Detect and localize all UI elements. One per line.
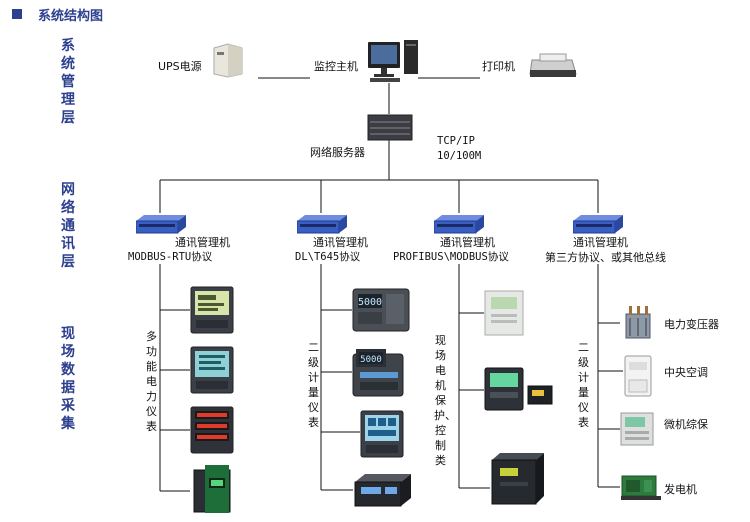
- switch-4-label: 通讯管理机: [573, 236, 628, 249]
- computer-icon: [368, 40, 418, 82]
- switch-icon: [136, 215, 186, 234]
- host-label: 监控主机: [314, 60, 358, 73]
- switch-2-label: 通讯管理机: [313, 236, 368, 249]
- switch-icon: [573, 215, 623, 234]
- meter-readout: 5000: [358, 297, 382, 308]
- protocol-label: TCP/IP: [437, 135, 475, 147]
- relay-label: 微机综保: [664, 418, 708, 431]
- page-title: 系统结构图: [38, 9, 104, 24]
- switch-3-protocol: PROFIBUS\MODBUS协议: [393, 251, 509, 263]
- display-unit-icon: [354, 474, 411, 507]
- protection-relay-icon: [484, 290, 524, 336]
- server-icon: [367, 114, 413, 141]
- energy-meter-icon: 5000: [352, 349, 404, 397]
- switch-2-protocol: DL\T645协议: [295, 251, 361, 263]
- transformer-icon: [625, 306, 651, 339]
- server-label: 网络服务器: [310, 146, 365, 159]
- air-conditioner-icon: [624, 355, 652, 397]
- layer-field-label: 现场数据采集: [61, 326, 75, 432]
- din-meter-icon: [193, 465, 231, 513]
- layer-management-label: 系统管理层: [61, 38, 75, 126]
- meter-icon: [190, 406, 234, 454]
- aircon-label: 中央空调: [664, 366, 708, 379]
- switch-icon: [434, 215, 484, 234]
- ups-label: UPS电源: [158, 60, 202, 73]
- printer-label: 打印机: [482, 60, 515, 73]
- group-3-label: 现场电机保护、控制类: [434, 334, 456, 467]
- group-4-label: 二级计量仪表: [578, 341, 589, 429]
- switch-1-protocol: MODBUS-RTU协议: [128, 251, 213, 263]
- energy-meter-icon: 5000: [352, 288, 410, 332]
- speed-label: 10/100M: [437, 150, 482, 162]
- transformer-label: 电力变压器: [664, 318, 719, 331]
- switch-1-label: 通讯管理机: [175, 236, 230, 249]
- ups-icon: [213, 43, 243, 78]
- switch-4-protocol: 第三方协议、或其他总线: [545, 251, 666, 264]
- relay-panel-icon: [620, 412, 654, 446]
- switch-3-label: 通讯管理机: [440, 236, 495, 249]
- group-2-label: 二级计量仪表: [308, 341, 319, 429]
- title-marker: [12, 9, 22, 19]
- printer-icon: [529, 53, 577, 77]
- generator-label: 发电机: [664, 483, 697, 496]
- meter-icon: [360, 410, 404, 458]
- meter-icon: [190, 346, 234, 394]
- layer-network-label: 网络通讯层: [61, 182, 75, 270]
- meter-readout: 5000: [360, 355, 382, 365]
- switch-icon: [297, 215, 347, 234]
- meter-icon: [190, 286, 234, 334]
- motor-controller-icon: [484, 367, 553, 411]
- generator-icon: [621, 475, 661, 500]
- soft-starter-icon: [491, 453, 544, 505]
- group-1-label: 多功能电力仪表: [146, 330, 157, 433]
